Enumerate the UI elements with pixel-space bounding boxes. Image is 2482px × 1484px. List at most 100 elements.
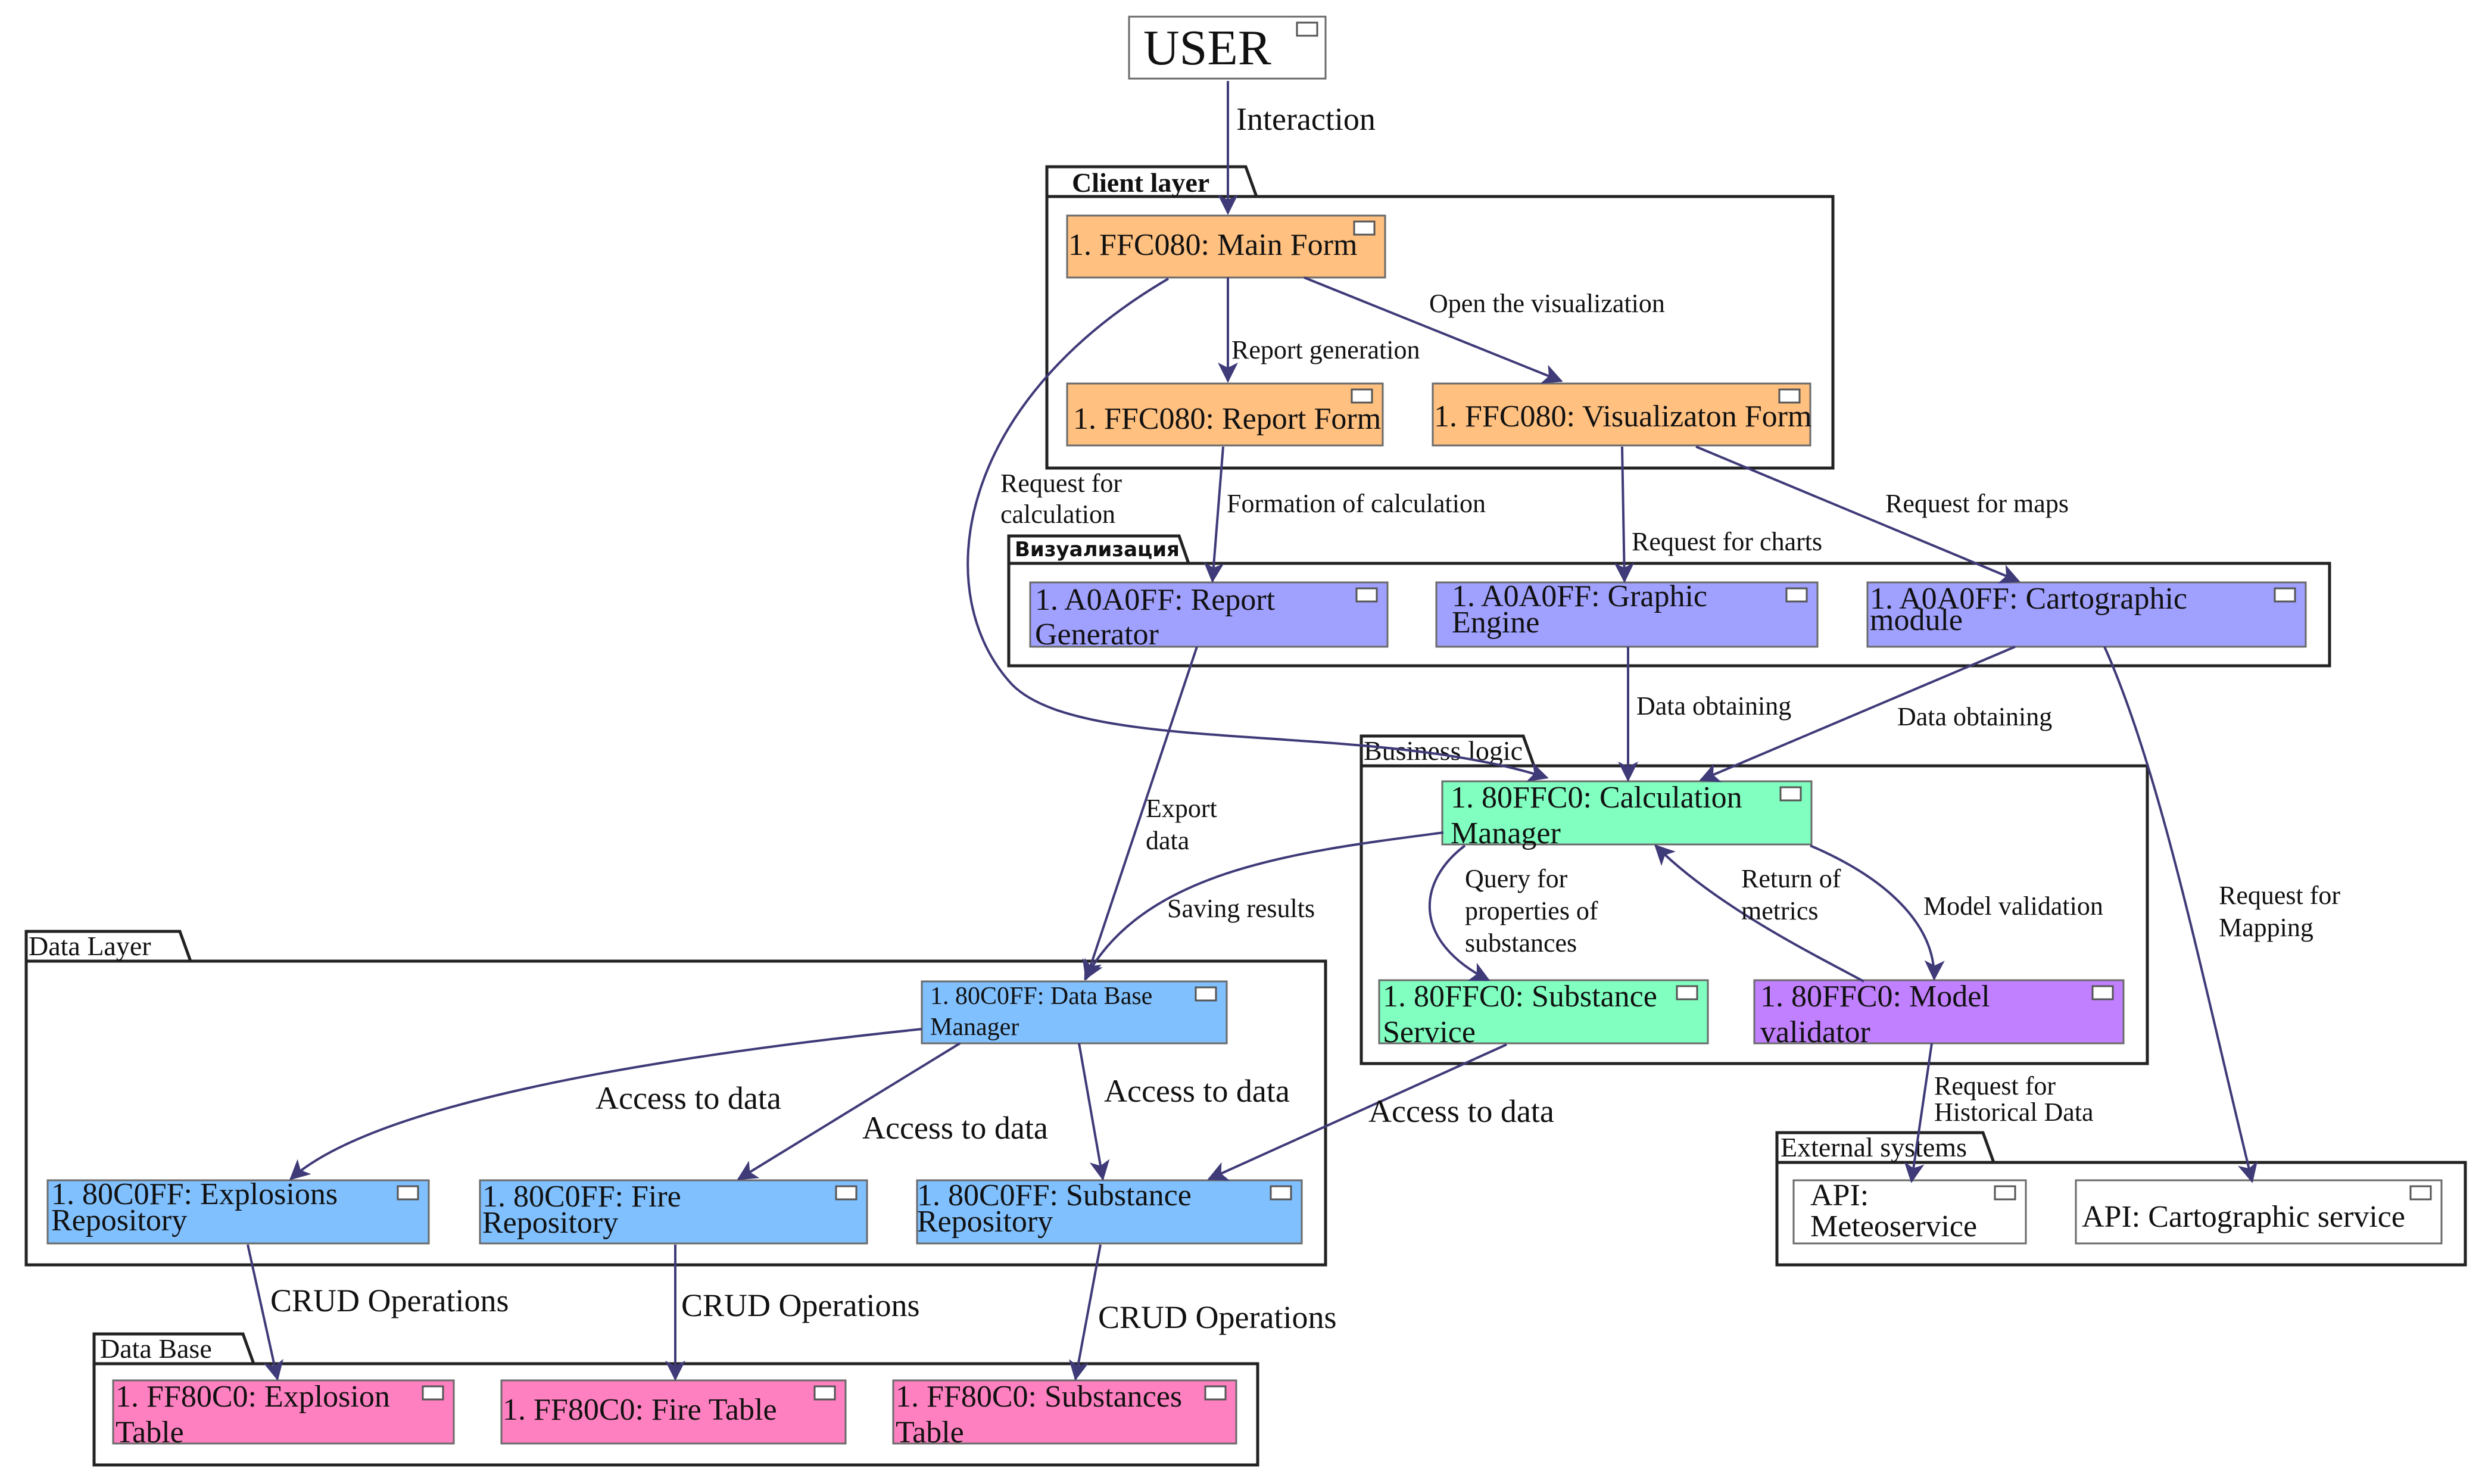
edge-label-access-to-data-1: Access to data [595, 1080, 781, 1116]
component-icon [1353, 220, 1376, 236]
component-label-line: Engine [1452, 606, 1539, 640]
edge-label-line: Return of [1741, 864, 1841, 893]
component-label-line: Table [896, 1416, 964, 1449]
edge-label-line: Model validation [1923, 891, 2103, 921]
component-icon [1355, 587, 1378, 603]
component-box [500, 1379, 847, 1445]
component-box [1792, 1179, 2027, 1245]
component-label-line: Manager [930, 1014, 1019, 1041]
edge-cartographic-to-cartographic-service [2103, 646, 2258, 1183]
edge-label-line: Query for [1465, 864, 1568, 893]
component-label-line: Generator [1035, 618, 1159, 651]
edge-calculation-to-substance-service [1428, 844, 1491, 981]
component-fire-table: 1. FF80C0: Fire Table [500, 1379, 847, 1445]
component-cartographic-service: API: Cartographic service [2075, 1179, 2443, 1245]
package-data-layer: Data Layer [24, 930, 1327, 1267]
component-box [1066, 214, 1386, 279]
component-label-line: Repository [51, 1204, 187, 1237]
edge-label-line: Open the visualization [1429, 289, 1665, 318]
edge-label-line: metrics [1741, 896, 1819, 925]
component-box [1866, 581, 2307, 648]
component-label-line: 1. FFC080: Main Form [1068, 228, 1357, 262]
edge-calculation-to-db-manager [1084, 831, 1444, 981]
component-label-line: 1. A0A0FF: Graphic [1452, 579, 1707, 613]
edge-label-line: Interaction [1236, 101, 1376, 137]
component-label-line: 1. A0A0FF: Cartographic [1870, 582, 2187, 616]
package-label-external: External systems [1781, 1132, 1967, 1162]
component-icon [2409, 1185, 2432, 1201]
component-label-line: Service [1383, 1015, 1476, 1049]
component-icon [835, 1185, 858, 1201]
component-icon [1994, 1185, 2016, 1201]
edge-label-line: CRUD Operations [270, 1283, 509, 1318]
component-icon [1778, 388, 1801, 404]
component-visualization-form: 1. FFC080: Visualizaton Form [1432, 382, 1811, 447]
edge-label-line: Export [1146, 794, 1217, 823]
edge-label-return-of-metrics: Return of metrics [1741, 864, 1841, 925]
component-box [1378, 979, 1709, 1045]
edge-substance-service-to-substance-repo [1207, 1043, 1507, 1181]
component-box [46, 1179, 430, 1245]
edge-main-to-visualization-form [1304, 276, 1563, 384]
edge-label-access-to-data-2: Access to data [862, 1110, 1048, 1146]
edge-cartographic-to-calculation [1699, 646, 2016, 782]
edge-calculation-to-validator [1810, 844, 1945, 981]
edge-label-line: Mapping [2219, 913, 2313, 942]
component-icon [2091, 985, 2114, 1000]
edge-label-request-for-charts: Request for charts [1632, 527, 1822, 556]
component-box [1441, 780, 1813, 846]
component-icon [422, 1385, 444, 1401]
component-icon [1270, 1185, 1292, 1201]
edge-label-line: Request for [2219, 881, 2340, 910]
component-icon [813, 1385, 836, 1401]
component-label-line: 1. FFC080: Visualizaton Form [1434, 400, 1811, 434]
component-label-line: 1. 80C0FF: Data Base [930, 983, 1152, 1010]
package-label-database: Data Base [100, 1333, 212, 1364]
edge-substance-repo-to-table [1068, 1244, 1102, 1381]
component-label-line: Repository [917, 1205, 1053, 1239]
edge-label-line: Access to data [595, 1080, 781, 1116]
component-label-line: module [1870, 603, 1963, 637]
component-label-line: 1. 80C0FF: Explosions [51, 1177, 338, 1211]
edge-label-access-to-data-4: Access to data [1368, 1093, 1554, 1129]
component-box [479, 1179, 868, 1245]
component-icon [1779, 786, 1802, 802]
component-icon [397, 1185, 419, 1201]
edge-label-line: Formation of calculation [1227, 489, 1486, 518]
component-label-line: API: Cartographic service [2082, 1200, 2405, 1234]
edge-report-generator-to-db-manager [1082, 646, 1198, 981]
edge-main-to-calculation-manager [966, 278, 1549, 782]
user-node: USER [1128, 15, 1327, 80]
component-box [1066, 382, 1384, 447]
edge-label-crud-2: CRUD Operations [681, 1287, 919, 1323]
package-data-base: Data Base [92, 1332, 1259, 1467]
package-label-client: Client layer [1072, 167, 1209, 198]
component-icon [2274, 587, 2296, 603]
component-icon [1785, 587, 1808, 603]
component-label-line: 1. FF80C0: Explosion [116, 1380, 390, 1414]
package-label-data-layer: Data Layer [29, 931, 151, 961]
edge-label-crud-1: CRUD Operations [270, 1283, 509, 1318]
component-icon [1676, 985, 1698, 1000]
user-label: USER [1143, 20, 1271, 76]
edge-label-line: Report generation [1231, 335, 1420, 364]
component-main-form: 1. FFC080: Main Form [1066, 214, 1386, 279]
component-icon [1351, 388, 1373, 404]
edge-label-line: Data obtaining [1897, 702, 2052, 731]
component-box [921, 980, 1228, 1045]
package-label-business: Business logic [1364, 735, 1523, 766]
edge-label-line: Request for charts [1632, 527, 1822, 556]
